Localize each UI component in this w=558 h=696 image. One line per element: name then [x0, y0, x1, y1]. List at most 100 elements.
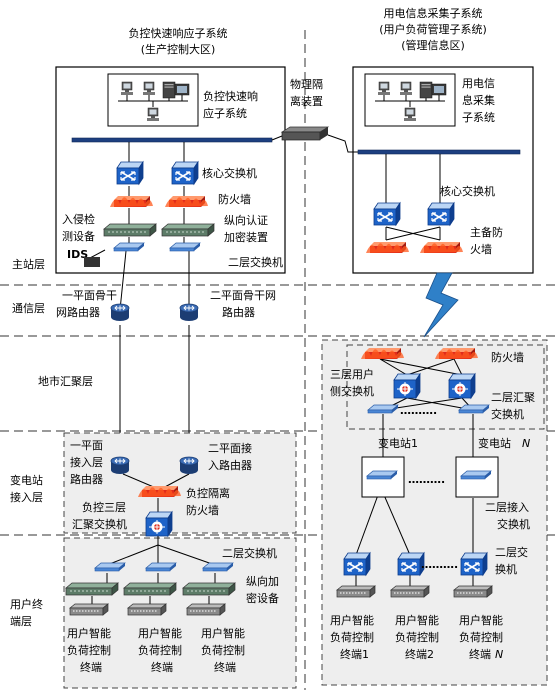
plane1-access-router	[110, 456, 130, 475]
left-server-label: 负控快速响 应子系统	[203, 89, 258, 120]
left-server-group	[108, 74, 198, 126]
svg-text:(生产控制大区): (生产控制大区)	[141, 42, 216, 56]
right-backbone-bus	[357, 149, 521, 155]
svg-text:负荷控制: 负荷控制	[201, 643, 245, 657]
svg-text:终端: 终端	[469, 647, 491, 661]
right-l2-agg-dots: ……….	[400, 404, 437, 417]
svg-text:N: N	[522, 437, 530, 450]
svg-text:二层接入: 二层接入	[485, 501, 529, 514]
substation-n-label: 变电站 N	[478, 436, 530, 450]
svg-text:入路由器: 入路由器	[208, 458, 252, 472]
plane2-access-label: 二平面接 入路由器	[208, 442, 252, 472]
left-l2-switch-2	[169, 242, 201, 252]
plane2-access-router	[179, 456, 199, 475]
svg-text:终端: 终端	[151, 660, 173, 674]
svg-text:入侵检: 入侵检	[62, 212, 95, 226]
svg-text:离装置: 离装置	[290, 94, 323, 108]
left-firewall-1	[110, 196, 153, 207]
svg-text:用户智能: 用户智能	[330, 613, 374, 627]
right-links	[385, 154, 441, 241]
user-encryption-label: 纵向加 密设备	[246, 574, 279, 605]
right-terminal-label-1: 用户智能 负荷控制 终端1	[330, 613, 374, 661]
right-agg-firewall-2	[435, 348, 478, 359]
svg-text:负控快速响应子系统: 负控快速响应子系统	[129, 26, 228, 40]
left-terminal-label-3: 用户智能 负荷控制 终端	[201, 626, 245, 674]
isolation-firewall-label: 负控隔离 防火墙	[186, 486, 230, 517]
left-auth-encryption-device	[161, 223, 215, 237]
svg-text:一平面: 一平面	[70, 439, 103, 452]
layer-label-substation-1: 变电站	[10, 473, 43, 487]
svg-text:终端: 终端	[214, 660, 236, 674]
svg-text:负控隔离: 负控隔离	[186, 486, 230, 500]
right-core-switch-label: 核心交换机	[440, 184, 495, 198]
svg-text:路由器: 路由器	[222, 305, 255, 319]
right-firewall-1	[366, 242, 409, 253]
svg-text:变电站1: 变电站1	[378, 436, 418, 450]
svg-text:(管理信息区): (管理信息区)	[401, 38, 465, 52]
user-encryption-device-1	[65, 582, 119, 596]
svg-text:息采集: 息采集	[462, 93, 495, 107]
left-terminal-2	[127, 603, 167, 616]
right-l3-user-switch-1	[393, 373, 421, 399]
right-firewall-2	[420, 242, 463, 253]
svg-text:侧交换机: 侧交换机	[330, 384, 374, 398]
left-backbone-bus	[71, 137, 273, 143]
left-firewall-2	[165, 196, 208, 207]
load-control-l3-switch	[145, 511, 173, 537]
svg-text:接入层: 接入层	[70, 456, 103, 469]
left-substation-panel	[63, 432, 297, 534]
plane2-backbone-router	[179, 303, 199, 322]
right-aggregation-panel	[321, 339, 548, 686]
right-server-label: 用电信 息采集 子系统	[462, 77, 495, 124]
svg-text:二层交: 二层交	[495, 545, 528, 559]
user-l2-switch-label: 二层交换机	[222, 546, 277, 560]
right-terminal-1	[336, 585, 376, 598]
svg-text:用电信: 用电信	[462, 77, 495, 90]
svg-text:加密装置: 加密装置	[224, 230, 268, 244]
svg-text:火墙: 火墙	[470, 242, 492, 256]
load-control-isolation-firewall	[138, 486, 181, 497]
right-l2-agg-label: 二层汇聚 交换机	[491, 391, 535, 421]
svg-text:用电信息采集子系统: 用电信息采集子系统	[384, 6, 483, 20]
right-l3-user-switch-2	[448, 373, 476, 399]
svg-text:负荷控制: 负荷控制	[330, 630, 374, 644]
svg-text:防火墙: 防火墙	[186, 503, 219, 517]
wireless-lightning-icon	[423, 272, 459, 338]
svg-text:物理隔: 物理隔	[290, 77, 323, 91]
svg-text:三层用户: 三层用户	[330, 367, 374, 381]
layer-label-substation-2: 接入层	[10, 491, 43, 504]
svg-text:变电站: 变电站	[478, 436, 511, 450]
svg-text:一平面骨干: 一平面骨干	[62, 289, 117, 302]
svg-text:用户智能: 用户智能	[201, 626, 245, 640]
svg-text:汇聚交换机: 汇聚交换机	[72, 517, 127, 531]
svg-text:密设备: 密设备	[246, 591, 279, 605]
svg-text:路由器: 路由器	[70, 472, 103, 486]
plane1-backbone-label: 一平面骨干 网路由器	[56, 289, 117, 319]
left-terminal-3	[186, 603, 226, 616]
svg-text:纵向认证: 纵向认证	[224, 213, 268, 227]
svg-text:负荷控制: 负荷控制	[138, 643, 182, 657]
left-core-switch-1	[116, 161, 144, 185]
substation-dots: ……….	[408, 473, 445, 486]
right-agg-firewall-label: 防火墙	[491, 350, 524, 364]
svg-text:交换机: 交换机	[491, 407, 524, 421]
left-core-switch-label: 核心交换机	[202, 166, 257, 180]
plane1-access-label: 一平面 接入层 路由器	[70, 439, 103, 486]
plane1-backbone-router	[110, 303, 130, 322]
right-agg-firewall-1	[361, 348, 404, 359]
plane2-backbone-label: 二平面骨干网 路由器	[210, 289, 276, 319]
right-user-l2-switch-label: 二层交 换机	[495, 545, 528, 576]
right-terminal-label-2: 用户智能 负荷控制 终端2	[395, 613, 439, 661]
svg-text:终端2: 终端2	[405, 647, 434, 661]
right-access-switch-label: 二层接入 交换机	[485, 501, 530, 531]
svg-text:二平面骨干网: 二平面骨干网	[210, 289, 276, 302]
right-terminal-n	[453, 585, 493, 598]
auth-encryption-label: 纵向认证 加密装置	[224, 213, 268, 244]
svg-text:终端1: 终端1	[340, 647, 369, 661]
right-city-agg-box	[346, 344, 545, 430]
right-terminal-2	[390, 585, 430, 598]
right-system-title: 用电信息采集子系统 (用户负荷管理子系统) (管理信息区)	[379, 6, 487, 52]
svg-text:用户智能: 用户智能	[395, 613, 439, 627]
right-core-switch-2	[427, 202, 455, 226]
